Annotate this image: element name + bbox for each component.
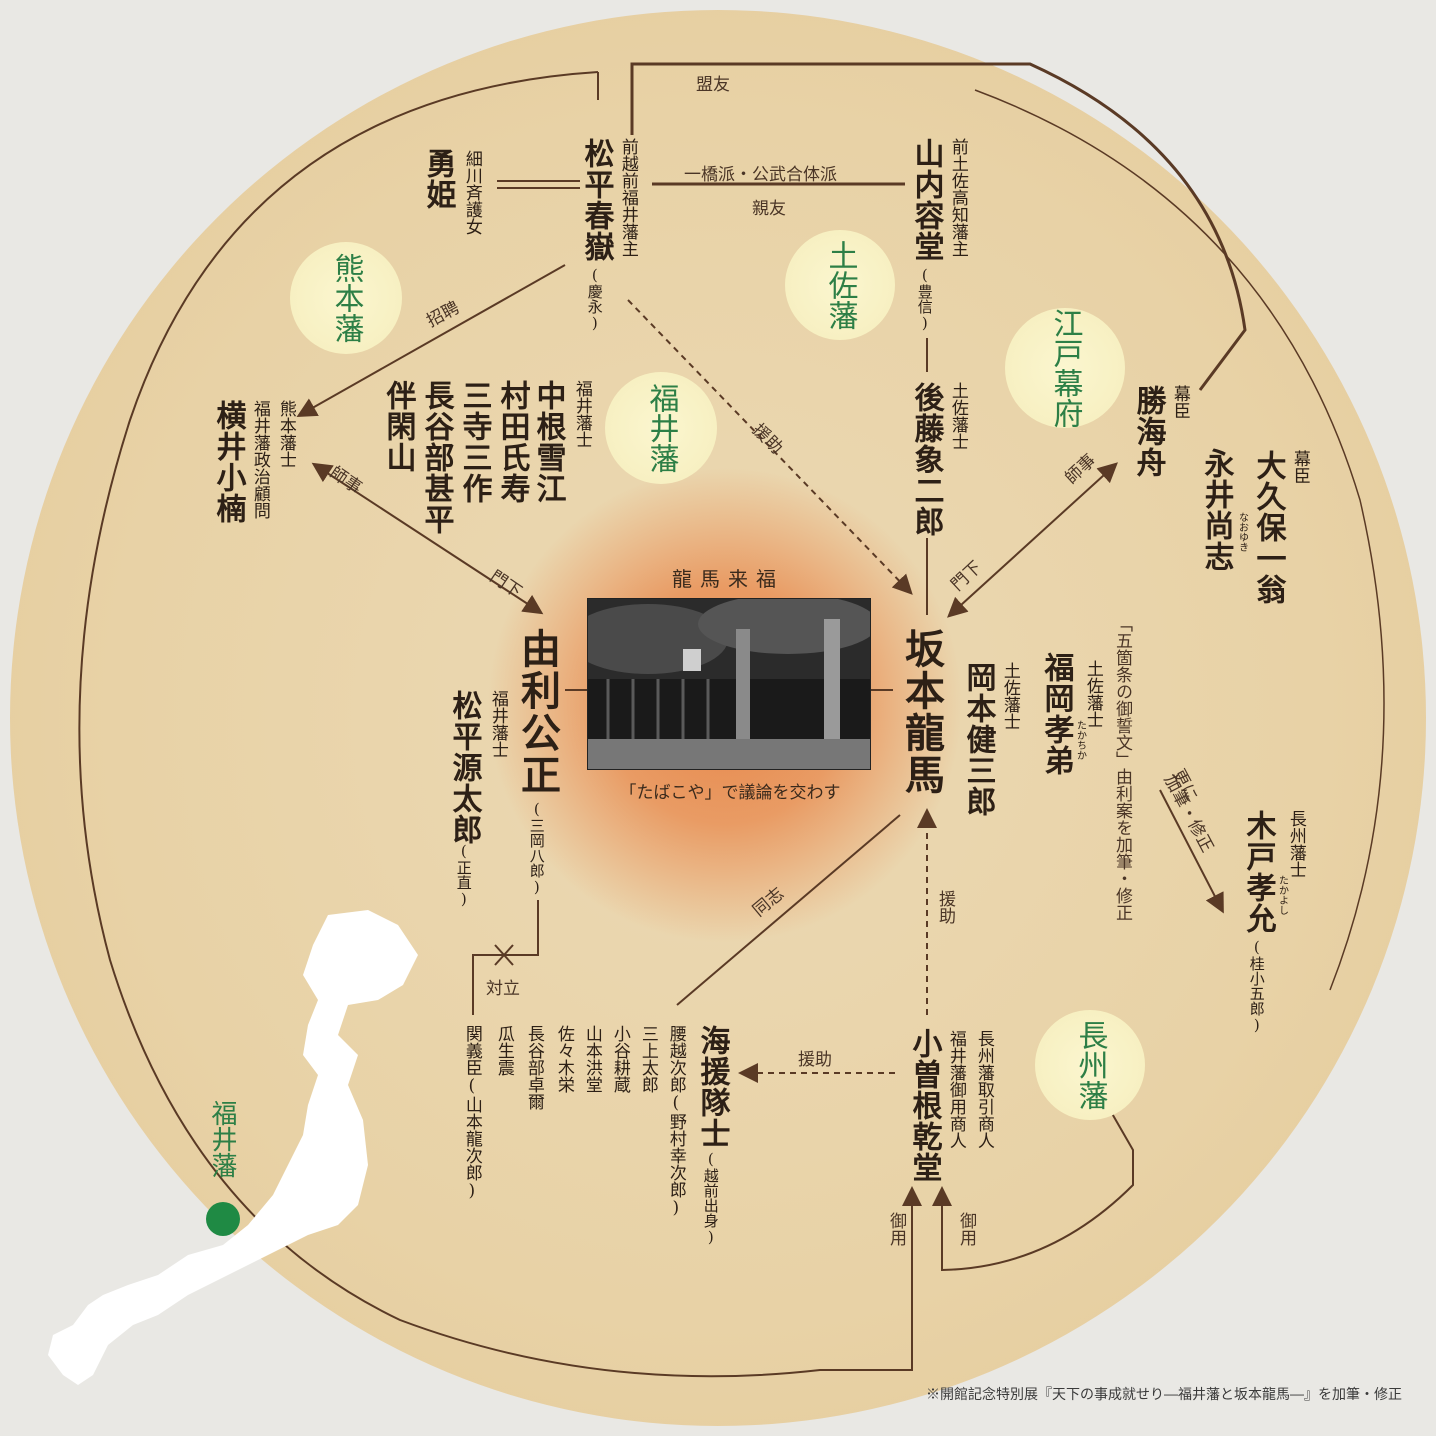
kaientai-member: 瓜生震 — [493, 1025, 514, 1076]
photo-title: 龍馬来福 — [672, 567, 784, 591]
label-tairitsu: 対立 — [486, 979, 520, 999]
katsu-name: 勝海舟 — [1130, 385, 1166, 478]
kaientai-member: 腰越次郎(野村幸次郎) — [665, 1025, 686, 1218]
kido-title: 長州藩士 — [1285, 810, 1306, 878]
kosone-note2: 福井藩御用商人 — [945, 1030, 966, 1149]
katsu-title: 幕臣 — [1169, 385, 1190, 419]
credit-note: ※開館記念特別展『天下の事成就せり―福井藩と坂本龍馬―』を加筆・修正 — [926, 1387, 1402, 1403]
historic-photo — [587, 598, 871, 770]
fukuihanshi-name: 中根雪江 — [530, 380, 566, 504]
fukuihanshi-name: 三寺三作 — [456, 380, 492, 504]
kaientai-member: 佐々木栄 — [553, 1025, 574, 1093]
domain-edo: 江戸幕府 — [1005, 308, 1125, 428]
kosone-note1: 長州藩取引商人 — [973, 1030, 994, 1149]
fukuoka-reading: たかちか — [1074, 720, 1086, 760]
label-hitotsubashi: 一橋派・公武合体派 — [684, 165, 837, 185]
shungaku-alias: (慶永) — [585, 266, 604, 332]
domain-fukui: 福井藩 — [605, 372, 717, 484]
kosone-name: 小曽根乾堂 — [906, 1028, 942, 1183]
domain-choshu: 長州藩 — [1035, 1010, 1145, 1120]
yuri-alias: (三岡八郎) — [527, 800, 546, 896]
goto-title: 土佐藩士 — [947, 382, 968, 450]
fukuihanshi-name: 伴閑山 — [380, 380, 416, 473]
domain-kumamoto: 熊本藩 — [290, 242, 402, 354]
label-gokajo: 「五箇条の御誓文」由利案を加筆・修正 — [1112, 615, 1132, 921]
yokoi-title: 熊本藩士 — [275, 400, 296, 468]
kaientai-member: 関義臣(山本龍次郎) — [461, 1025, 482, 1201]
kaientai-member: 長谷部卓爾 — [523, 1025, 544, 1110]
domain-tosa: 土佐藩 — [785, 230, 895, 340]
kido-reading: たかよし — [1276, 875, 1288, 915]
yuri-name: 由利公正 — [514, 628, 561, 796]
kaientai-member: 小谷耕蔵 — [609, 1025, 630, 1093]
fukuoka-title: 土佐藩士 — [1082, 660, 1103, 728]
fukuihanshi-title: 福井藩士 — [571, 380, 592, 448]
okubo-title: 幕臣 — [1289, 450, 1310, 484]
yuki-note: 細川斉護女 — [461, 150, 482, 235]
shungaku-name: 松平春嶽 — [578, 138, 614, 262]
genta-alias: (正直) — [454, 842, 473, 908]
map-label: 福井藩 — [207, 1100, 237, 1178]
fukuihanshi-name: 村田氏寿 — [494, 380, 530, 504]
kaientai-alias: (越前出身) — [701, 1150, 720, 1246]
okubo-name: 大久保一翁 — [1250, 450, 1286, 605]
kaientai-member: 三上太郎 — [637, 1025, 658, 1093]
yokoi-subtitle: 福井藩政治顧問 — [249, 400, 270, 519]
label-meiyu: 盟友 — [696, 75, 730, 95]
shungaku-title: 前越前福井藩主 — [617, 138, 638, 257]
photo-caption: 「たばこや」で議論を交わす — [619, 783, 841, 803]
label-enjo3: 援助 — [798, 1050, 832, 1070]
goto-name: 後藤象二郎 — [908, 382, 944, 537]
yodo-alias: (豊信) — [915, 266, 934, 332]
kaientai-name: 海援隊士 — [694, 1025, 730, 1149]
label-shinyu: 親友 — [752, 199, 786, 219]
genta-name: 松平源太郎 — [446, 690, 482, 845]
label-goyo2: 御用 — [956, 1212, 976, 1246]
japan-map — [48, 910, 418, 1385]
yodo-title: 前土佐高知藩主 — [947, 138, 968, 257]
label-goyo1: 御用 — [886, 1212, 906, 1246]
fukui-marker — [206, 1202, 240, 1236]
okamoto-name: 岡本健三郎 — [960, 662, 996, 817]
genta-title: 福井藩士 — [487, 690, 508, 758]
yodo-name: 山内容堂 — [908, 138, 944, 262]
nagai-reading: なおゆき — [1236, 512, 1248, 552]
kido-alias: (桂小五郎) — [1247, 938, 1266, 1034]
ryoma-name: 坂本龍馬 — [898, 628, 945, 796]
kaientai-member: 山本洪堂 — [581, 1025, 602, 1093]
yuki-name: 勇姫 — [420, 148, 456, 210]
okamoto-title: 土佐藩士 — [999, 662, 1020, 730]
yokoi-name: 横井小楠 — [210, 400, 246, 524]
kido-name: 木戸孝允 — [1240, 810, 1276, 934]
fukuoka-name: 福岡孝弟 — [1038, 652, 1074, 776]
nagai-name: 永井尚志 — [1198, 448, 1234, 572]
fukuihanshi-name: 長谷部甚平 — [418, 380, 454, 535]
label-enjo2: 援助 — [935, 890, 955, 924]
